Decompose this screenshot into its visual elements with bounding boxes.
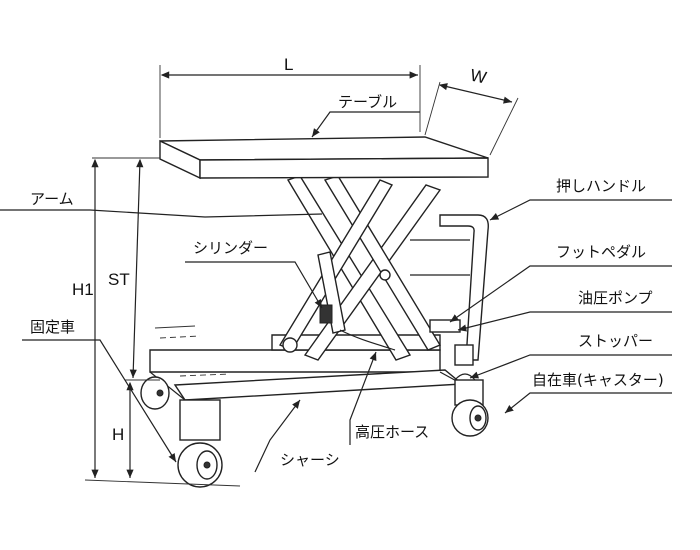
dimension-L: L: [159, 55, 421, 138]
callout-stopper: ストッパー: [469, 332, 672, 379]
label-chassis: シャーシ: [280, 451, 340, 469]
dimension-H-label: H: [112, 425, 124, 444]
table-top: [159, 136, 489, 180]
hydraulic-pump: [429, 319, 474, 366]
dimension-H: H: [112, 379, 160, 478]
callout-push-handle: 押しハンドル: [489, 177, 672, 221]
callout-foot-pedal: フットペダル: [449, 243, 672, 323]
caster-wheel: [451, 373, 489, 437]
dimension-W-label: W: [469, 66, 489, 88]
dimension-H1-label: H1: [72, 280, 94, 299]
label-table: テーブル: [338, 93, 397, 111]
label-arm: アーム: [30, 190, 74, 208]
dimension-ST: ST: [108, 158, 144, 379]
cylinder: [317, 251, 396, 351]
callout-caster: 自在車(キャスター): [504, 371, 672, 414]
dimension-ST-label: ST: [108, 270, 130, 289]
dimension-H1: H1: [72, 157, 160, 478]
callout-hydraulic-pump: 油圧ポンプ: [457, 289, 672, 332]
label-hydraulic-pump: 油圧ポンプ: [578, 289, 653, 307]
callout-arm: アーム: [0, 190, 323, 218]
label-cylinder: シリンダー: [193, 239, 268, 257]
dimension-W: W: [424, 66, 519, 156]
label-high-pressure-hose: 高圧ホース: [355, 423, 429, 441]
fixed-wheel: [140, 376, 223, 488]
scissor-arms: [278, 175, 442, 361]
lift-table-drawing: [84, 136, 489, 488]
chassis-frame: [149, 325, 464, 401]
callout-fixed-wheel: 固定車: [22, 318, 177, 463]
label-stopper: ストッパー: [578, 332, 653, 350]
callout-cylinder: シリンダー: [185, 239, 323, 309]
callout-table: テーブル: [311, 93, 420, 138]
label-foot-pedal: フットペダル: [556, 243, 646, 261]
callout-high-pressure-hose: 高圧ホース: [349, 351, 429, 445]
callout-chassis: シャーシ: [254, 399, 340, 473]
label-fixed-wheel: 固定車: [30, 318, 75, 336]
label-push-handle: 押しハンドル: [556, 177, 646, 195]
dimension-L-label: L: [284, 55, 293, 74]
label-caster: 自在車(キャスター): [532, 371, 664, 389]
